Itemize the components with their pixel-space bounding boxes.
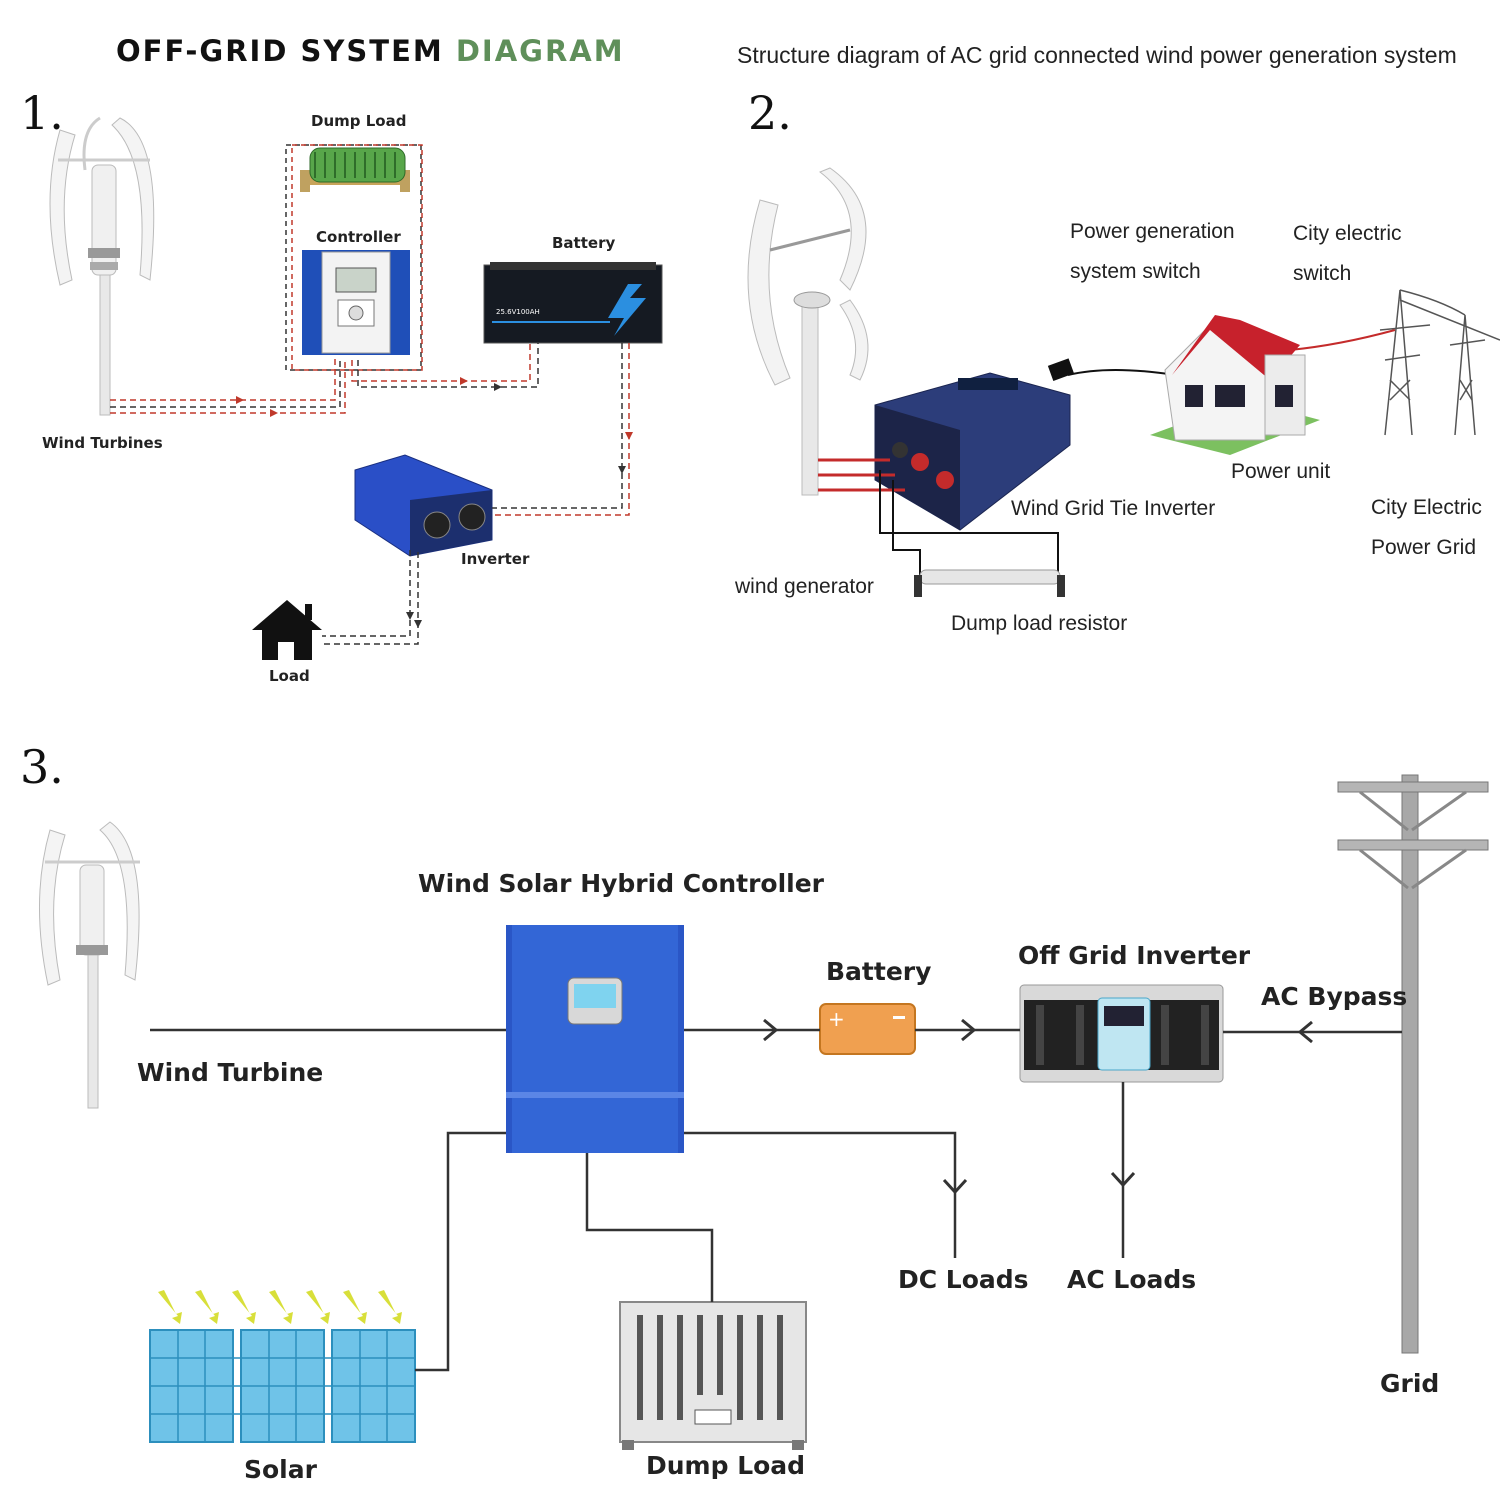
off-grid-inverter-illustration xyxy=(1019,984,1224,1083)
hybrid-controller-illustration xyxy=(506,925,684,1153)
inverter-label-1: Inverter xyxy=(461,550,530,568)
section1-wiring xyxy=(110,343,630,645)
battery-3-illustration: + xyxy=(819,1003,916,1055)
battery-1-illustration: 25.6V100AH xyxy=(483,262,663,344)
wind-turbine-3-illustration xyxy=(38,821,140,1109)
solar-panels-illustration xyxy=(149,1290,416,1443)
section2-number: 2. xyxy=(748,86,792,140)
dump-resistor-label: Dump load resistor xyxy=(951,612,1128,635)
dump-load-label-1: Dump Load xyxy=(311,112,407,130)
house-load-icon xyxy=(252,600,322,660)
wind-generator-label: wind generator xyxy=(735,575,874,598)
power-unit-label: Power unit xyxy=(1231,460,1331,483)
section1-title-part2: DIAGRAM xyxy=(455,34,625,68)
svg-text:+: + xyxy=(828,1007,845,1031)
house-power-unit-illustration xyxy=(1150,315,1320,455)
wind-turbines-label: Wind Turbines xyxy=(42,434,163,452)
battery-label-1: Battery xyxy=(552,234,616,252)
dump-load-label-3: Dump Load xyxy=(646,1451,806,1480)
dump-load-resistor-1 xyxy=(300,147,410,192)
wind-turbine-label-3: Wind Turbine xyxy=(137,1058,324,1087)
dump-load-3-illustration xyxy=(619,1301,807,1450)
controller-1-illustration xyxy=(302,250,410,355)
ac-bypass-label: AC Bypass xyxy=(1261,982,1408,1011)
dump-load-box-red xyxy=(291,144,423,371)
wind-generator-illustration xyxy=(747,167,869,496)
city-grid-label-line1: City Electric xyxy=(1371,496,1482,519)
grid-tie-inverter-label: Wind Grid Tie Inverter xyxy=(1011,497,1216,520)
dump-load-resistor-2 xyxy=(914,569,1065,597)
section1-arrows xyxy=(236,377,633,440)
section3-number: 3. xyxy=(20,740,64,794)
inverter-1-illustration xyxy=(354,454,493,557)
section2-wiring xyxy=(818,329,1396,580)
section2-title: Structure diagram of AC grid connected w… xyxy=(737,42,1457,68)
section3-wiring xyxy=(150,1028,1402,1372)
city-switch-label-line1: City electric xyxy=(1293,222,1402,245)
battery-1-text: 25.6V100AH xyxy=(496,308,540,316)
utility-pole-illustration xyxy=(1337,774,1489,1354)
load-label: Load xyxy=(269,667,310,685)
city-switch-label-line2: switch xyxy=(1293,262,1352,285)
section3-arrows xyxy=(763,1018,1313,1195)
grid-label: Grid xyxy=(1380,1369,1440,1398)
section1-arrows-dark xyxy=(406,383,626,628)
controller-label-1: Controller xyxy=(316,228,401,246)
power-towers-illustration xyxy=(1379,289,1500,436)
battery-label-3: Battery xyxy=(826,957,932,986)
dc-loads-label: DC Loads xyxy=(898,1265,1029,1294)
power-switch-label-line1: Power generation xyxy=(1070,220,1235,243)
off-grid-inverter-label: Off Grid Inverter xyxy=(1018,941,1251,970)
section1-title: OFF-GRID SYSTEM DIAGRAM xyxy=(116,34,625,68)
solar-label: Solar xyxy=(244,1455,317,1484)
hybrid-controller-label: Wind Solar Hybrid Controller xyxy=(418,869,825,898)
grid-tie-inverter-illustration xyxy=(874,372,1071,531)
power-switch-label-line2: system switch xyxy=(1070,260,1201,283)
section1-title-part1: OFF-GRID SYSTEM xyxy=(116,34,456,68)
power-generation-switch-icon xyxy=(1047,358,1075,381)
wind-turbine-1-illustration xyxy=(49,116,155,416)
section1-number: 1. xyxy=(20,86,64,140)
ac-loads-label: AC Loads xyxy=(1067,1265,1197,1294)
city-grid-label-line2: Power Grid xyxy=(1371,536,1477,559)
